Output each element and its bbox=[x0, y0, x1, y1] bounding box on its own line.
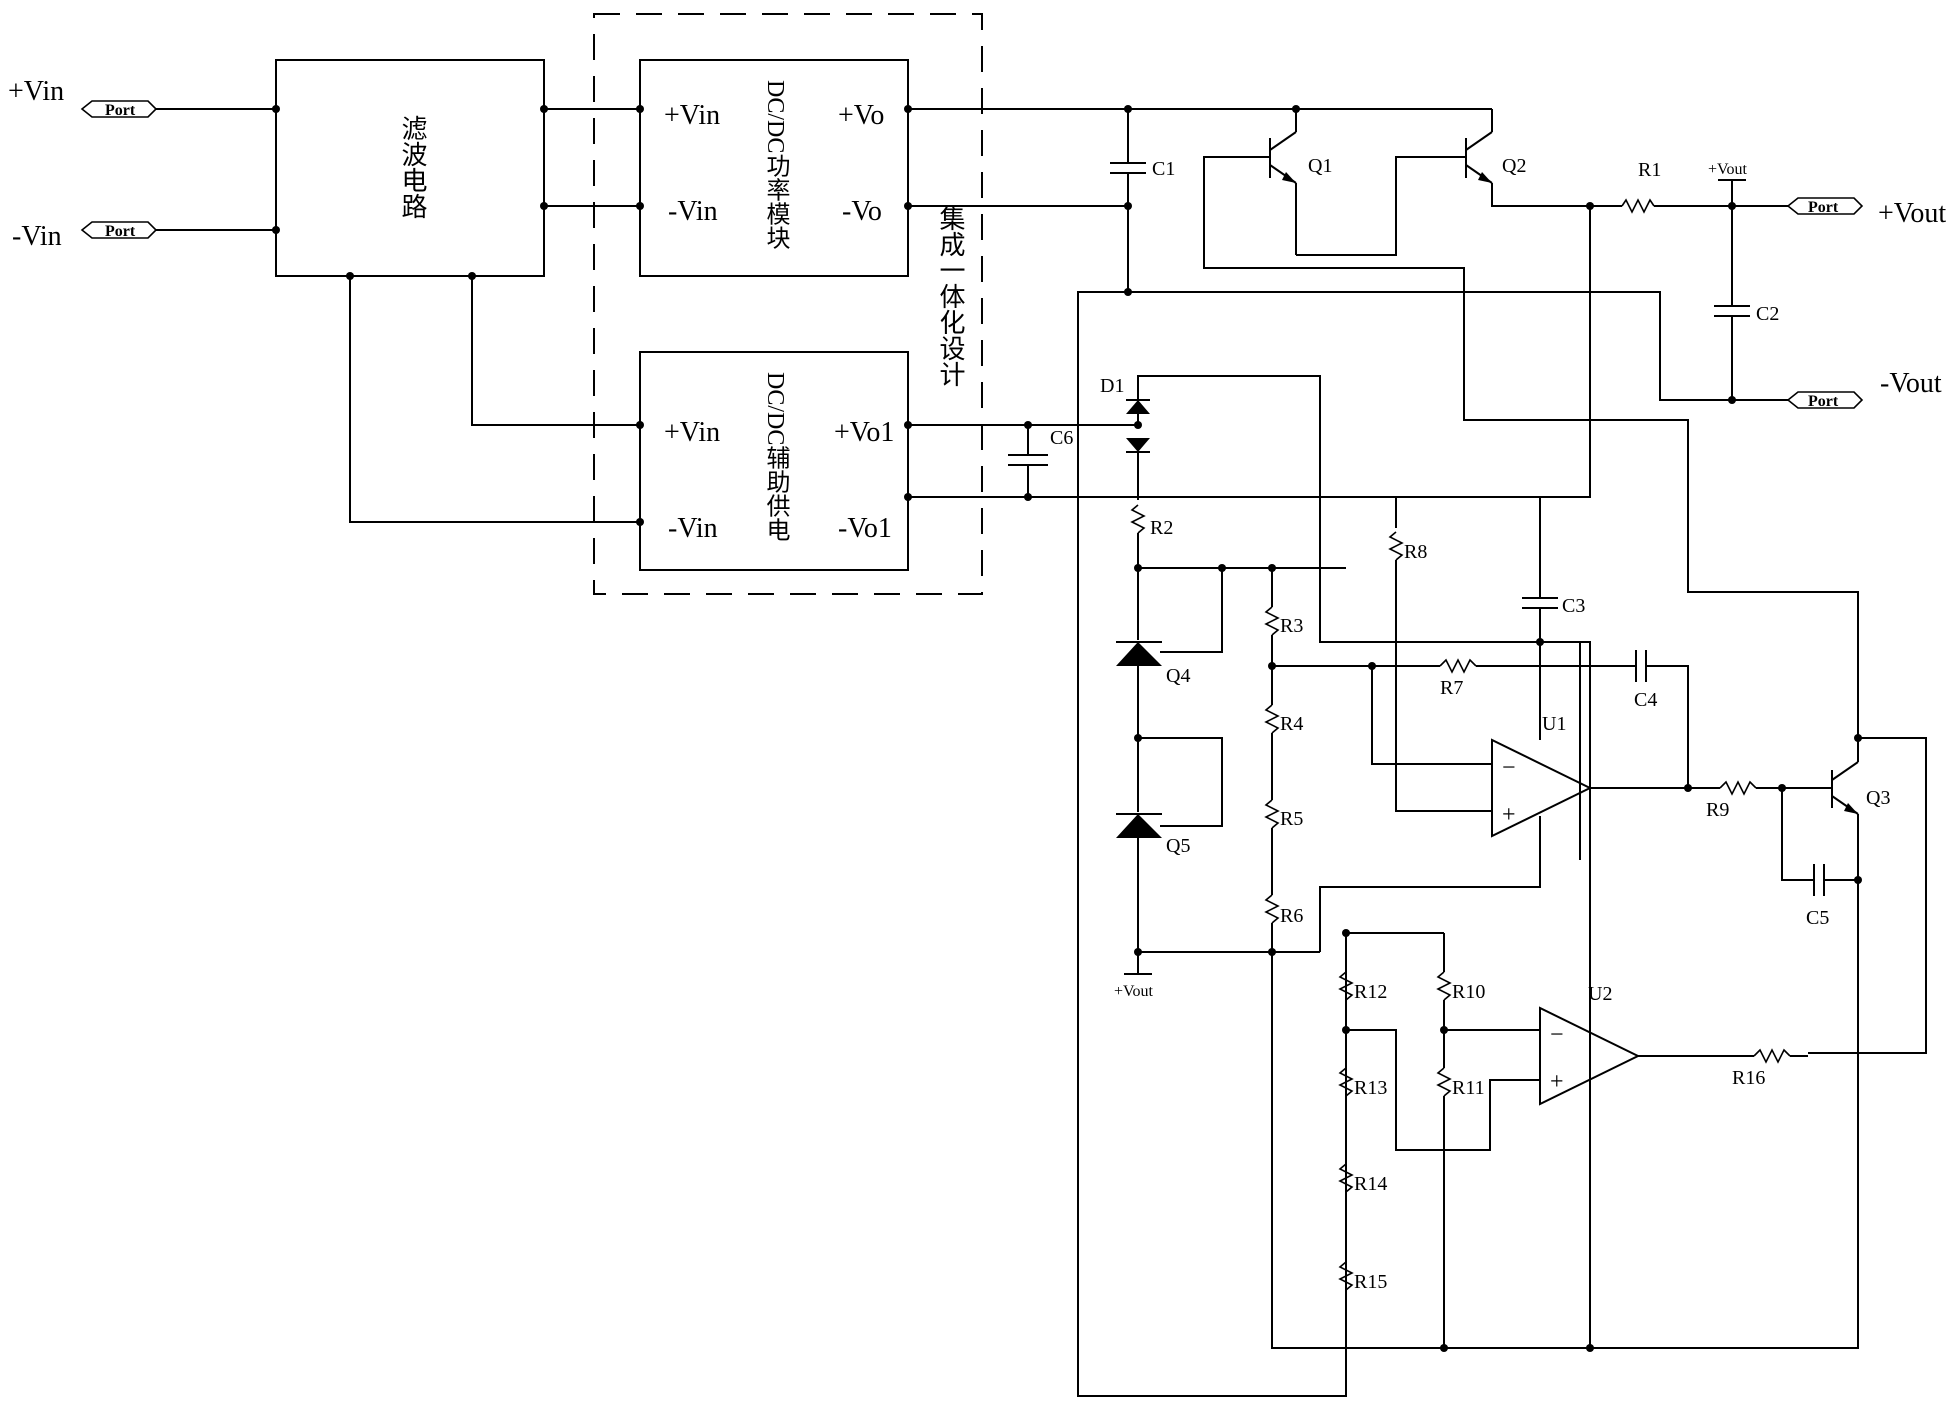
dcdc-aux-supply: +Vin -Vin +Vo1 -Vo1 DC/DC辅助供电 bbox=[636, 351, 912, 571]
resistor-r3: R3 bbox=[1264, 568, 1303, 666]
q3-label: Q3 bbox=[1866, 787, 1890, 809]
r15-label: R15 bbox=[1354, 1271, 1387, 1293]
c5-label: C5 bbox=[1806, 907, 1829, 929]
vout-marker-bottom-label: +Vout bbox=[1114, 983, 1154, 1000]
r13-label: R13 bbox=[1354, 1077, 1387, 1099]
r1-label: R1 bbox=[1638, 159, 1661, 181]
diode-d1: D1 bbox=[1100, 375, 1581, 860]
resistor-r2: R2 bbox=[1130, 504, 1173, 568]
resistor-r4: R4 bbox=[1264, 666, 1303, 800]
opamp-minus: − bbox=[1550, 1022, 1564, 1048]
pin-label: -Vo1 bbox=[838, 513, 892, 544]
r3-label: R3 bbox=[1280, 615, 1303, 637]
opamp-u1: − + U1 bbox=[1371, 666, 1593, 838]
capacitor-c5: C5 bbox=[1781, 788, 1858, 929]
integration-boundary bbox=[593, 13, 983, 595]
power-module-title: DC/DC功率模块 bbox=[762, 80, 790, 249]
r9-label: R9 bbox=[1706, 799, 1729, 821]
c6-label: C6 bbox=[1050, 427, 1073, 449]
d1-label: D1 bbox=[1100, 375, 1124, 397]
resistor-r7: R7 bbox=[1439, 658, 1636, 699]
filter-block-title: 滤波电路 bbox=[397, 115, 427, 219]
port-vin-negative-label: -Vin bbox=[12, 221, 62, 252]
pin-label: +Vin bbox=[664, 100, 720, 131]
r14-label: R14 bbox=[1354, 1173, 1387, 1195]
pin-label: +Vin bbox=[664, 417, 720, 448]
c3-label: C3 bbox=[1562, 595, 1585, 617]
resistor-r1: R1 bbox=[1590, 159, 1788, 214]
vout-marker: +Vout bbox=[1708, 161, 1748, 206]
port-vin-negative: -Vin Port bbox=[12, 221, 276, 252]
r16-label: R16 bbox=[1732, 1067, 1765, 1089]
r5-label: R5 bbox=[1280, 808, 1303, 830]
port-vin-positive: +Vin Port bbox=[8, 76, 276, 119]
u2-label: U2 bbox=[1588, 983, 1612, 1005]
port-tag: Port bbox=[1808, 393, 1839, 410]
r4-label: R4 bbox=[1280, 713, 1303, 735]
pin-label: -Vin bbox=[668, 196, 718, 227]
r10-label: R10 bbox=[1452, 981, 1485, 1003]
port-vout-negative: Port -Vout bbox=[1786, 368, 1942, 410]
pin-label: -Vin bbox=[668, 513, 718, 544]
capacitor-c1: C1 bbox=[1110, 109, 1175, 292]
vout-marker-bottom: +Vout bbox=[1114, 952, 1154, 1000]
transistor-q1: Q1 bbox=[1203, 109, 1859, 738]
q5-label: Q5 bbox=[1166, 835, 1190, 857]
pin-label: -Vo bbox=[842, 196, 882, 227]
port-tag: Port bbox=[105, 223, 136, 240]
pin-label: +Vo bbox=[838, 100, 884, 131]
opamp-minus: − bbox=[1502, 755, 1516, 781]
resistor-r15: R15 bbox=[1338, 1261, 1387, 1396]
aux-supply-title: DC/DC辅助供电 bbox=[762, 372, 790, 541]
transistor-q3: Q3 bbox=[1831, 738, 1890, 880]
opamp-plus: + bbox=[1502, 802, 1516, 828]
c2-label: C2 bbox=[1756, 303, 1779, 325]
zener-q4: Q4 bbox=[1116, 568, 1223, 738]
resistor-r14: R14 bbox=[1338, 1163, 1387, 1262]
resistor-r10: R10 bbox=[1436, 933, 1485, 1030]
r12-label: R12 bbox=[1354, 981, 1387, 1003]
resistor-r5: R5 bbox=[1264, 799, 1303, 895]
q4-label: Q4 bbox=[1166, 665, 1190, 687]
c1-label: C1 bbox=[1152, 158, 1175, 180]
resistor-r8: R8 bbox=[1388, 206, 1591, 812]
port-tag: Port bbox=[105, 102, 136, 119]
resistor-r11: R11 bbox=[1436, 1030, 1485, 1348]
q1-label: Q1 bbox=[1308, 155, 1332, 177]
opamp-u2: − + U2 bbox=[1346, 983, 1641, 1151]
filter-block: 滤波电路 bbox=[272, 59, 548, 280]
port-vout-positive-label: +Vout bbox=[1878, 198, 1946, 229]
r2-label: R2 bbox=[1150, 517, 1173, 539]
resistor-r12: R12 bbox=[1338, 933, 1387, 1030]
resistor-r13: R13 bbox=[1338, 1030, 1387, 1164]
port-vout-negative-label: -Vout bbox=[1880, 368, 1942, 399]
transistor-q2: Q2 bbox=[1296, 108, 1590, 256]
r7-label: R7 bbox=[1440, 677, 1463, 699]
port-tag: Port bbox=[1808, 199, 1839, 216]
port-vout-positive: Port +Vout bbox=[1786, 197, 1946, 229]
c4-label: C4 bbox=[1634, 689, 1657, 711]
integration-label: 集成一体化设计 bbox=[935, 205, 965, 387]
r8-label: R8 bbox=[1404, 541, 1427, 563]
u1-label: U1 bbox=[1542, 713, 1566, 735]
q2-label: Q2 bbox=[1502, 155, 1526, 177]
r6-label: R6 bbox=[1280, 905, 1303, 927]
resistor-r6: R6 bbox=[1264, 894, 1303, 952]
capacitor-c2: C2 bbox=[1714, 206, 1779, 400]
capacitor-c6: C6 bbox=[1008, 425, 1073, 497]
r11-label: R11 bbox=[1452, 1077, 1485, 1099]
vout-marker-label: +Vout bbox=[1708, 161, 1748, 178]
resistor-r9: R9 bbox=[1706, 780, 1832, 821]
port-vin-positive-label: +Vin bbox=[8, 76, 64, 107]
resistor-r16: R16 bbox=[1732, 1048, 1808, 1089]
capacitor-c3: C3 bbox=[1522, 497, 1585, 740]
pin-label: +Vo1 bbox=[834, 417, 894, 448]
dcdc-power-module: +Vin -Vin +Vo -Vo DC/DC功率模块 bbox=[636, 59, 912, 277]
zener-q5: Q5 bbox=[1116, 737, 1223, 952]
capacitor-c4: C4 bbox=[1634, 650, 1689, 788]
opamp-plus: + bbox=[1550, 1069, 1564, 1095]
